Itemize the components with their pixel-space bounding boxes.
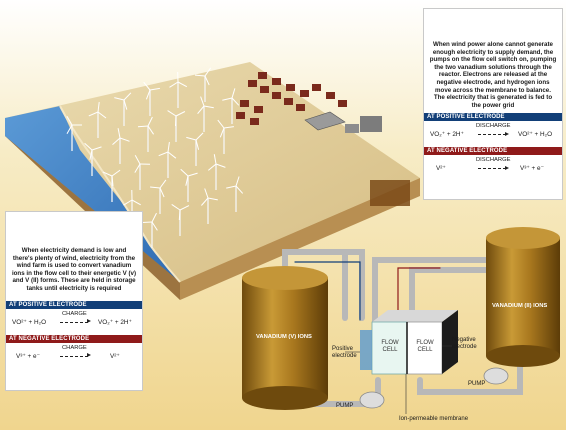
charge-info-panel: When electricity demand is low and there… <box>5 211 143 391</box>
equation-right: V²⁺ <box>110 352 120 360</box>
tank-vanadium-v <box>242 266 328 410</box>
flow-cell-left-label: FLOW CELL <box>376 340 404 354</box>
negative-electrode-header: AT NEGATIVE ELECTRODE <box>424 147 562 156</box>
pump-left-label: PUMP <box>336 403 354 409</box>
wind-turbine <box>222 88 240 124</box>
wind-turbine <box>171 203 190 236</box>
wind-turbine <box>186 132 204 166</box>
pump-right-icon <box>483 367 509 385</box>
flow-cell-left-line1: FLOW <box>381 340 399 346</box>
wind-turbine <box>217 119 234 154</box>
discharge-description: When wind power alone cannot generate en… <box>429 41 557 109</box>
wind-turbine <box>102 169 121 202</box>
wind-turbine <box>134 155 151 190</box>
negative-electrode-line1: Negative <box>452 337 476 343</box>
wind-turbine <box>137 116 155 152</box>
pump-right-label: PUMP <box>468 381 486 387</box>
flow-cell-right-label: FLOW CELL <box>411 340 439 354</box>
wind-turbine <box>201 188 218 224</box>
positive-electrode-header: AT POSITIVE ELECTRODE <box>6 300 142 309</box>
equation-arrow-label: CHARGE <box>62 344 87 351</box>
flow-cell-right-line1: FLOW <box>416 340 434 346</box>
discharge-info-panel: When wind power alone cannot generate en… <box>423 8 563 200</box>
flow-cell <box>360 310 458 375</box>
wind-turbine <box>150 179 167 214</box>
equation-arrow-label: DISCHARGE <box>476 157 511 164</box>
positive-charge-equation: VO²⁺ + H₂O CHARGE VO₂⁺ + 2H⁺ <box>6 309 142 335</box>
wind-turbine <box>112 128 130 164</box>
arrow-right-icon <box>60 319 91 324</box>
wind-turbine <box>88 102 107 138</box>
wind-turbine <box>167 110 186 142</box>
arrow-right-icon <box>478 166 509 171</box>
negative-charge-equation: V³⁺ + e⁻ CHARGE V²⁺ <box>6 343 142 369</box>
wind-turbine <box>114 92 132 126</box>
wind-turbine <box>158 142 177 178</box>
membrane-label: Ion-permeable membrane <box>399 416 469 422</box>
flow-cell-right-line2: CELL <box>417 347 433 353</box>
pump-left-icon <box>359 391 385 409</box>
negative-electrode-line2: electrode <box>452 344 477 350</box>
village-houses <box>236 72 347 125</box>
equation-left: VO²⁺ + H₂O <box>12 318 47 326</box>
arrow-right-icon <box>478 132 509 137</box>
positive-electrode-line1: Positive <box>332 346 354 352</box>
charge-description: When electricity demand is low and there… <box>11 247 137 292</box>
wind-turbine <box>226 176 244 212</box>
flow-cell-left-line2: CELL <box>382 347 398 353</box>
equation-right: VO₂⁺ + 2H⁺ <box>98 318 132 326</box>
equation-left: VO₂⁺ + 2H⁺ <box>430 131 464 139</box>
equation-arrow-label: CHARGE <box>62 310 87 317</box>
wind-turbine <box>194 67 212 102</box>
positive-electrode-label: Positive electrode <box>332 346 357 360</box>
negative-electrode-label: Negative electrode <box>452 337 477 351</box>
wind-turbine <box>207 154 226 190</box>
wind-turbine <box>84 142 102 176</box>
wind-turbine <box>143 81 160 116</box>
negative-discharge-equation: V²⁺ DISCHARGE V³⁺ + e⁻ <box>424 155 562 181</box>
equation-left: V³⁺ + e⁻ <box>16 352 40 360</box>
equation-right: VO²⁺ + H₂O <box>518 131 553 139</box>
wind-turbine <box>180 168 198 202</box>
tank-right-label: VANADIUM (II) IONS <box>492 303 548 309</box>
arrow-right-icon <box>60 353 91 358</box>
equation-arrow-label: DISCHARGE <box>476 123 511 130</box>
wind-turbine <box>197 96 214 132</box>
wind-farm <box>66 67 244 248</box>
wind-turbine <box>169 71 188 108</box>
positive-discharge-equation: VO₂⁺ + 2H⁺ DISCHARGE VO²⁺ + H₂O <box>424 121 562 147</box>
equation-left: V²⁺ <box>436 165 446 173</box>
positive-electrode-line2: electrode <box>332 353 357 359</box>
positive-electrode-header: AT POSITIVE ELECTRODE <box>424 113 562 122</box>
wind-turbine <box>141 212 158 248</box>
equation-right: V³⁺ + e⁻ <box>520 165 544 173</box>
wind-turbine <box>66 116 82 151</box>
tank-left-label: VANADIUM (V) IONS <box>256 334 312 340</box>
substation-buildings <box>304 111 410 206</box>
negative-electrode-header: AT NEGATIVE ELECTRODE <box>6 334 142 343</box>
tank-vanadium-ii <box>486 227 560 367</box>
